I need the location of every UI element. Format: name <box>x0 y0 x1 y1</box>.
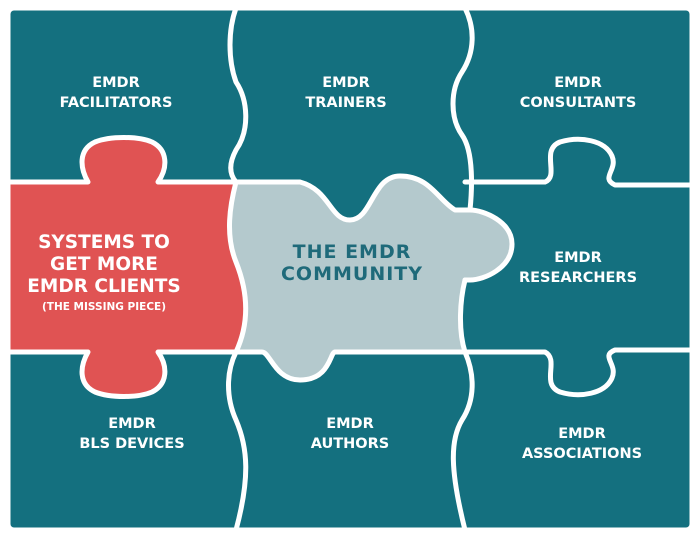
missing-line2: GET MORE <box>50 254 158 275</box>
researchers-line2: RESEARCHERS <box>519 270 637 286</box>
trainers-line1: EMDR <box>322 75 370 91</box>
bls-devices-line1: EMDR <box>108 416 156 432</box>
facilitators-line1: EMDR <box>92 75 140 91</box>
missing-line4: (THE MISSING PIECE) <box>42 301 166 313</box>
community-piece <box>229 176 512 380</box>
trainers-line2: TRAINERS <box>305 95 386 111</box>
consultants-line1: EMDR <box>554 75 602 91</box>
puzzle-seams <box>5 5 695 533</box>
facilitators-line2: FACILITATORS <box>60 95 173 111</box>
missing-line1: SYSTEMS TO <box>38 232 170 253</box>
authors-line2: AUTHORS <box>311 436 390 452</box>
associations-line1: EMDR <box>558 426 606 442</box>
missing-piece <box>8 137 246 397</box>
community-line1: THE EMDR <box>293 241 412 263</box>
community-line2: COMMUNITY <box>281 263 423 285</box>
associations-line2: ASSOCIATIONS <box>522 446 642 462</box>
missing-line3: EMDR CLIENTS <box>27 276 180 297</box>
authors-line1: EMDR <box>326 416 374 432</box>
consultants-line2: CONSULTANTS <box>520 95 637 111</box>
bls-devices-line2: BLS DEVICES <box>79 436 184 452</box>
researchers-line1: EMDR <box>554 250 602 266</box>
